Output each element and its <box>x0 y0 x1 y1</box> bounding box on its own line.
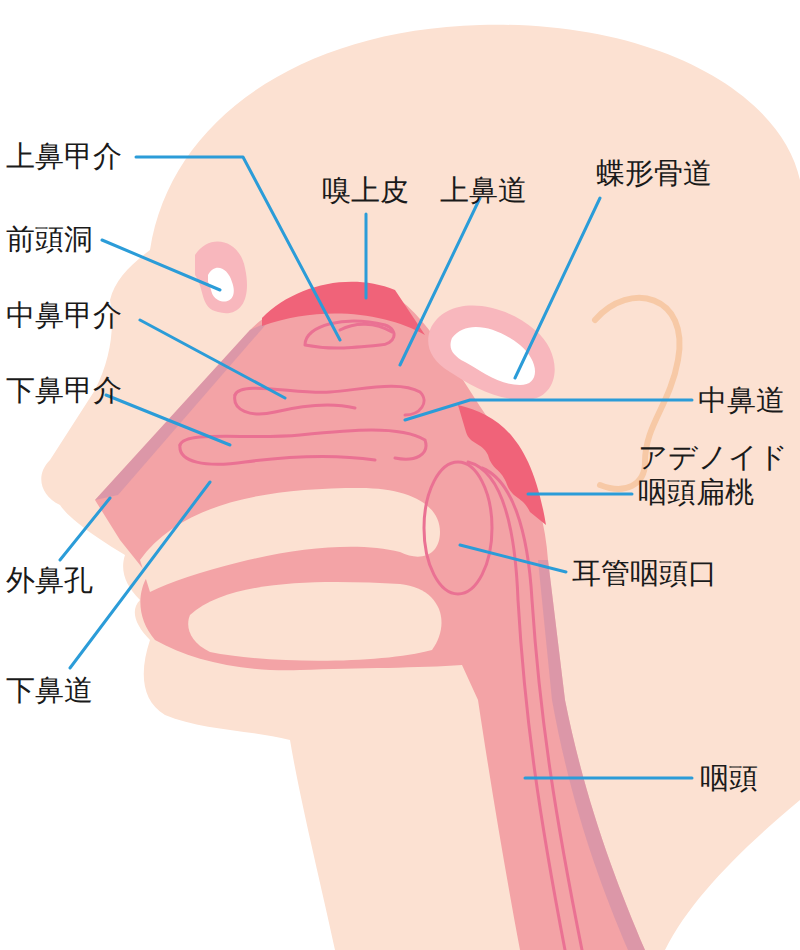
leader-line <box>460 545 566 572</box>
part-label: 咽頭 <box>700 761 758 796</box>
part-label: 前頭洞 <box>6 222 93 257</box>
leader-line <box>525 777 692 780</box>
part-label: 中鼻道 <box>698 383 785 418</box>
part-label: 上鼻道 <box>440 173 527 208</box>
part-label: 耳管咽頭口 <box>572 556 717 591</box>
inferior-turbinate <box>180 430 426 459</box>
pharynx-line <box>468 462 565 950</box>
leader-line <box>528 493 632 496</box>
middle-turbinate <box>235 386 424 415</box>
leader-line <box>140 320 285 398</box>
leader-line <box>400 198 480 365</box>
palate <box>140 488 440 592</box>
frontal-sinus <box>195 242 247 314</box>
olfactory-epithelium <box>262 282 425 335</box>
part-label: 下鼻道 <box>6 673 93 708</box>
leader-line <box>136 157 340 340</box>
leader-line <box>405 400 692 420</box>
frontal-sinus <box>208 268 234 302</box>
head-silhouette <box>41 25 800 950</box>
airway <box>95 294 645 950</box>
part-label: 外鼻孔 <box>6 563 93 598</box>
leader-line <box>60 498 110 560</box>
leader-line <box>102 240 220 290</box>
part-label: 下鼻甲介 <box>6 373 122 408</box>
part-label: アデノイド 咽頭扁桃 <box>638 440 795 510</box>
eustachian-opening <box>424 462 492 594</box>
sphenoid-sinus <box>451 327 535 385</box>
part-label: 中鼻甲介 <box>6 298 122 333</box>
pharynx-line <box>482 468 582 950</box>
leader-line <box>106 395 230 445</box>
part-label: 蝶形骨道 <box>596 156 712 191</box>
sphenoid-sinus <box>428 306 555 400</box>
superior-turbinate <box>340 324 392 332</box>
inferior-turbinate <box>180 445 375 464</box>
part-label: 嗅上皮 <box>322 173 409 208</box>
part-label: 上鼻甲介 <box>6 139 122 174</box>
superior-turbinate <box>305 321 394 348</box>
tongue <box>188 582 441 661</box>
leader-line <box>365 214 368 298</box>
middle-turbinate <box>235 395 355 414</box>
adenoid <box>458 405 546 525</box>
leader-line <box>515 198 600 378</box>
